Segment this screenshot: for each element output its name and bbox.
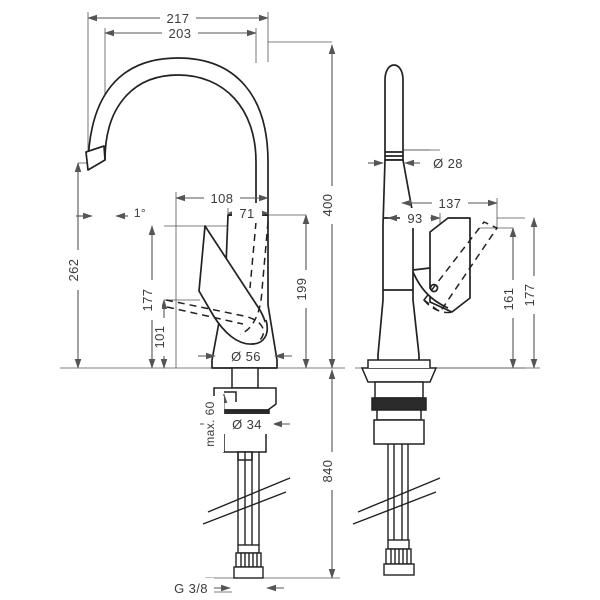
- dim-199: 199: [294, 278, 309, 301]
- dim-1-degree: 1°: [134, 206, 146, 220]
- side-deck-mount: [360, 359, 438, 445]
- dimension-labels: 217 203 108 71 262 177 101 Ø 56 199 400 …: [66, 8, 544, 598]
- side-lever-handle-alt-position: [422, 221, 499, 314]
- dim-203: 203: [169, 26, 192, 41]
- dim-161: 161: [501, 288, 516, 311]
- side-lever-handle: [412, 217, 471, 313]
- dim-diameter-34: Ø 34: [232, 417, 262, 432]
- front-view-body: [85, 57, 278, 369]
- front-supply-hoses: [233, 452, 264, 579]
- dim-840: 840: [320, 460, 335, 483]
- dim-g38-thread: G 3/8: [174, 581, 208, 596]
- front-hose-break-symbol: [202, 477, 291, 525]
- dim-217: 217: [167, 11, 190, 26]
- dim-93: 93: [407, 211, 422, 226]
- dim-108: 108: [211, 191, 234, 206]
- side-hose-break-symbol: [352, 477, 441, 525]
- front-lever-handle-alt-positions: [165, 221, 269, 341]
- dim-diameter-56: Ø 56: [231, 349, 261, 364]
- dim-137: 137: [439, 196, 462, 211]
- dim-101: 101: [152, 326, 167, 349]
- dim-400: 400: [320, 194, 335, 217]
- dim-177-side: 177: [522, 284, 537, 307]
- dim-262: 262: [66, 259, 81, 282]
- dim-diameter-28: Ø 28: [433, 156, 463, 171]
- dim-177-front: 177: [140, 289, 155, 312]
- dim-max-60: max. 60: [203, 401, 217, 447]
- dim-71: 71: [239, 206, 254, 221]
- front-lever-handle: [198, 225, 269, 345]
- side-supply-hoses: [383, 444, 415, 576]
